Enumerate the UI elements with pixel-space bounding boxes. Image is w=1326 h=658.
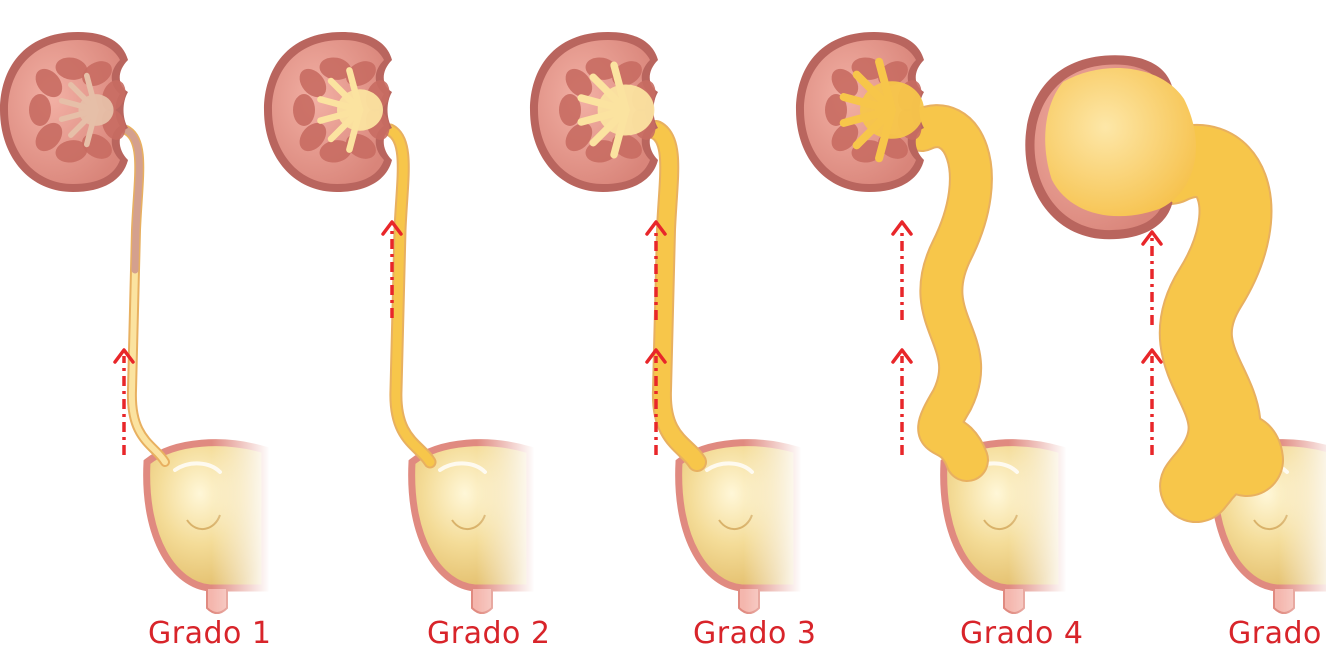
kidney (796, 32, 926, 192)
grade-2-label: Grado 2 (427, 616, 551, 651)
grade-1-panel (0, 32, 270, 615)
ureter (126, 130, 165, 462)
ureter (390, 130, 430, 462)
reflux-arrow-icon (893, 350, 911, 455)
kidney (0, 32, 130, 192)
grade-3-label: Grado 3 (693, 616, 817, 651)
grade-2-panel (264, 32, 535, 615)
ureter (656, 130, 697, 462)
ureter (1170, 161, 1247, 486)
kidney (530, 32, 660, 192)
renal-pyramid (293, 94, 315, 126)
grade-3-panel (530, 32, 802, 615)
ureter (922, 126, 971, 460)
grade-5-panel (1025, 55, 1326, 615)
grade-5-label: Grado 5 (1228, 616, 1326, 651)
kidney (1025, 55, 1196, 239)
kidney (264, 32, 394, 192)
grade-1-label: Grado 1 (148, 616, 272, 651)
reflux-arrow-icon (1143, 232, 1161, 325)
reflux-arrow-icon (893, 222, 911, 320)
dilated-pelvis (1045, 68, 1196, 216)
renal-pyramid (29, 94, 51, 126)
grade-4-label: Grado 4 (960, 616, 1084, 651)
grade-4-panel (796, 32, 1067, 615)
ureter-upper (126, 130, 139, 270)
reflux-arrow-icon (1143, 350, 1161, 455)
